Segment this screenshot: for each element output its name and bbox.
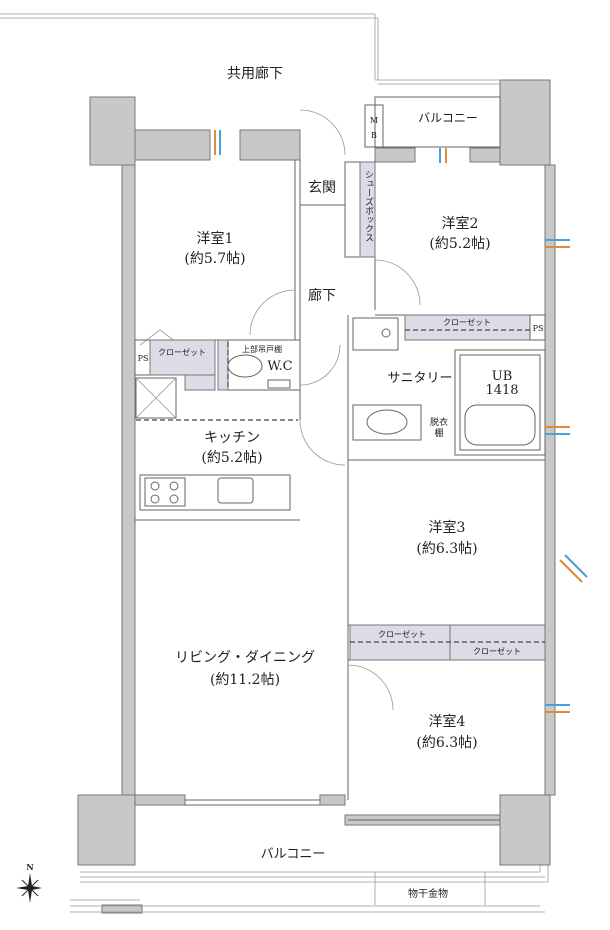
kitchen-sink-icon	[217, 477, 254, 504]
bathtub-icon	[464, 404, 536, 446]
mb-label-m: M	[370, 116, 378, 125]
mb-label-b: B	[371, 131, 377, 140]
ps-label-right: PS	[533, 324, 544, 333]
shoe-box-label: シューズボックス	[363, 170, 374, 242]
vent-icons	[214, 130, 588, 713]
ub-label: UB	[492, 369, 513, 384]
storage-x	[135, 377, 177, 419]
sink-icon	[366, 409, 408, 435]
western1-closet	[149, 339, 216, 376]
balcony-top: バルコニー M B	[364, 96, 501, 148]
western1-name: 洋室1	[197, 230, 234, 247]
ps-label-left: PS	[138, 354, 149, 363]
ub-size: 1418	[485, 383, 518, 398]
ld-name: リビング・ダイニング	[175, 650, 315, 666]
common-corridor-label: 共用廊下	[227, 65, 283, 82]
corridor-label: 廊下	[308, 287, 336, 304]
wc-sink-icon	[267, 379, 291, 389]
western3-name: 洋室3	[429, 519, 466, 536]
compass-north-label: N	[26, 862, 33, 872]
western3-size: (約6.3帖)	[416, 541, 477, 557]
wc-label: W.C	[267, 359, 292, 374]
sanitary-label: サニタリー	[387, 371, 452, 386]
western2-closet	[404, 314, 531, 341]
western1-size: (約5.7帖)	[184, 251, 245, 267]
balcony-bottom: バルコニー 物干金物	[70, 847, 549, 914]
partitions	[135, 109, 545, 821]
western2-name: 洋室2	[442, 215, 479, 232]
unit-bath	[454, 349, 546, 456]
dressing-shelf-label-1: 脱衣	[430, 416, 448, 428]
western4-closet-label: クローゼット	[473, 646, 521, 656]
western4-name: 洋室4	[429, 713, 466, 730]
shoe-box	[359, 161, 376, 258]
entrance-label: 玄関	[308, 179, 336, 196]
kitchen-size: (約5.2帖)	[201, 450, 262, 466]
balcony-top-label: バルコニー	[418, 111, 478, 125]
drying-hardware-label: 物干金物	[408, 887, 448, 900]
kitchen-name: キッチン	[204, 430, 260, 446]
toilet-icon	[227, 354, 263, 378]
washbasin	[352, 404, 422, 441]
western1-closet-label: クローゼット	[158, 347, 206, 357]
western2-size: (約5.2帖)	[429, 236, 490, 252]
walls	[77, 79, 556, 866]
stove-icon	[144, 477, 186, 507]
compass-icon: N	[16, 862, 42, 903]
western3-closet-label: クローゼット	[378, 629, 426, 639]
western4-size: (約6.3帖)	[416, 735, 477, 751]
common-corridor-area: 共用廊下	[0, 13, 510, 85]
washing-machine-pan	[352, 317, 399, 351]
balcony-bottom-label: バルコニー	[261, 847, 326, 862]
kitchen-counter	[139, 474, 291, 511]
dressing-shelf-label-2: 棚	[434, 427, 443, 439]
ld-size: (約11.2帖)	[210, 672, 280, 688]
western2-closet-label: クローゼット	[443, 317, 491, 327]
upper-cabinet-label: 上部吊戸棚	[242, 344, 282, 354]
